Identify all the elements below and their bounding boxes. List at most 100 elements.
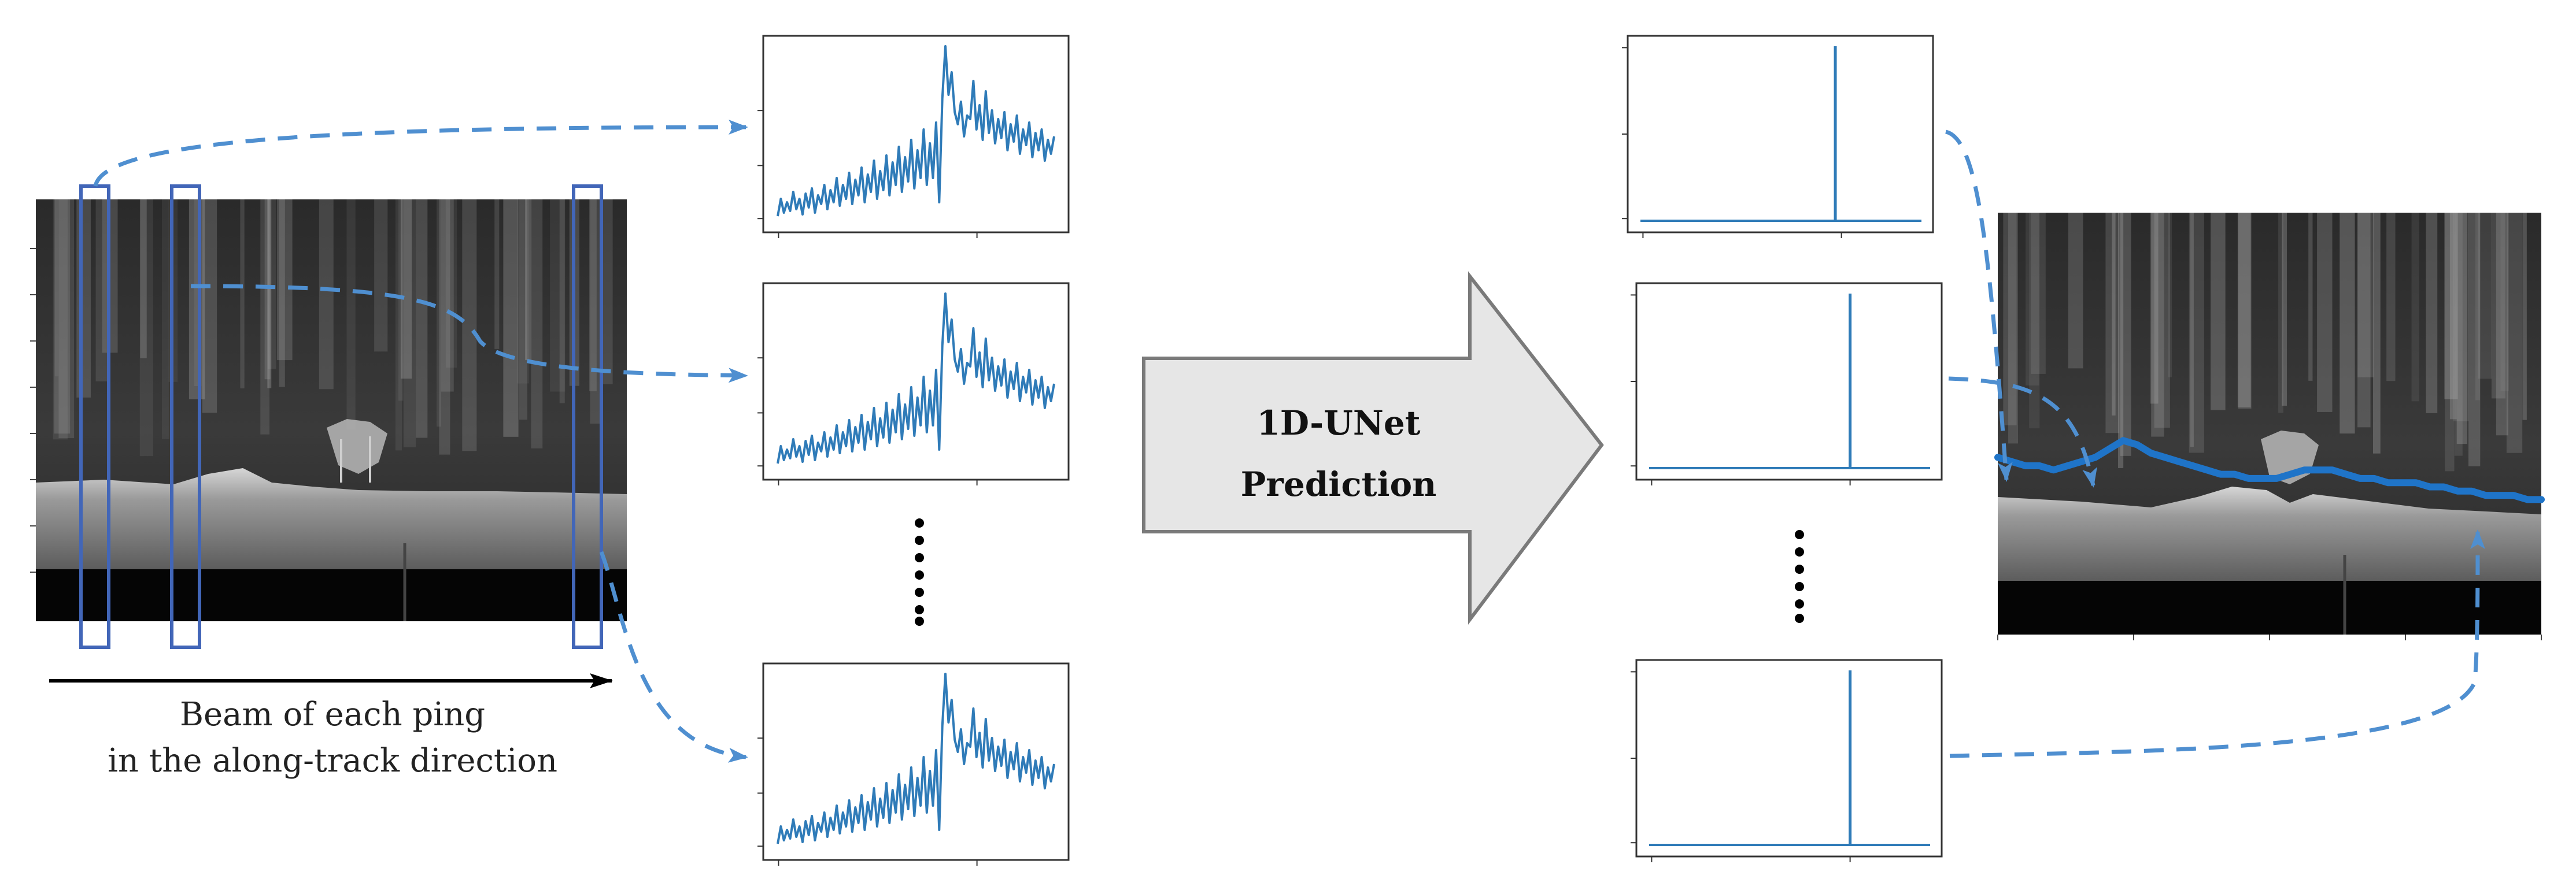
output-prediction-panel [1622, 35, 1934, 238]
water-streak [2468, 213, 2481, 466]
water-streak [76, 199, 91, 398]
water-streak [2500, 213, 2510, 391]
water-streak [517, 199, 530, 384]
water-streak [400, 199, 412, 379]
output-prediction-panel [1631, 282, 1943, 485]
water-streak [267, 199, 276, 369]
water-streak [276, 199, 293, 361]
output-water-streaks [2003, 213, 2527, 472]
arrow-label-prediction: Prediction [1241, 465, 1437, 504]
water-streak [2317, 213, 2333, 412]
water-streak [2491, 213, 2505, 399]
caption-line-2: in the along-track direction [108, 742, 557, 780]
water-streak [2506, 213, 2523, 453]
output-sub-bottom-shadow [1998, 581, 2541, 635]
arrow-label-model: 1D-UNet [1256, 403, 1420, 443]
water-streak [279, 199, 285, 387]
water-streak [395, 199, 402, 451]
water-streak [53, 199, 68, 440]
water-streak [525, 199, 531, 361]
water-streak [260, 199, 270, 435]
water-streak [267, 199, 272, 388]
water-streak [54, 199, 59, 377]
water-streak [2238, 213, 2252, 409]
water-streak [2449, 213, 2457, 420]
water-streak [590, 199, 603, 424]
water-streak [2426, 213, 2438, 413]
panel-frame [1635, 282, 1943, 481]
unet-prediction-arrow: 1D-UNet Prediction [1142, 271, 1604, 625]
water-streak [2496, 213, 2508, 436]
water-streak [462, 199, 477, 451]
water-streak [437, 199, 441, 427]
amplitude-signal-line [777, 45, 1055, 217]
water-streak [2453, 213, 2469, 421]
connector-panel1-to-output [1945, 129, 2013, 482]
water-streak [503, 199, 519, 437]
water-streak [346, 199, 356, 430]
water-streak [531, 199, 543, 448]
water-column-streaks [53, 199, 613, 457]
water-streak [2386, 213, 2396, 381]
water-streak [403, 199, 416, 447]
water-streak [2444, 213, 2458, 399]
water-streak [2189, 213, 2204, 453]
water-streak [2105, 213, 2120, 433]
input-signal-panel [757, 35, 1070, 238]
water-streak [2112, 213, 2116, 416]
water-streak [2372, 213, 2381, 454]
beam-selection-box-2 [170, 184, 201, 649]
input-ellipsis [915, 518, 924, 626]
panel-frame [1627, 35, 1934, 233]
water-streak [2478, 213, 2492, 379]
water-streak [559, 199, 565, 403]
left-axis-ticks [30, 248, 36, 573]
water-streak [139, 199, 153, 457]
water-streak [398, 199, 404, 401]
water-streak [2411, 213, 2419, 402]
water-streak [2120, 213, 2131, 456]
sub-bottom-shadow [36, 569, 627, 621]
connector-beamn-to-panel3 [599, 551, 748, 763]
water-streak [494, 199, 500, 349]
output-prediction-panel [1631, 659, 1943, 862]
water-streak [2357, 213, 2371, 428]
water-streak [2118, 213, 2124, 469]
output-axis-ticks [1997, 635, 2542, 640]
water-streak [319, 199, 334, 390]
water-streak [264, 199, 271, 380]
water-streak [2003, 213, 2017, 425]
water-streak [2456, 213, 2467, 444]
water-streak [2154, 213, 2170, 428]
water-streak [439, 199, 450, 455]
connector-beam2-to-panel2 [190, 284, 748, 383]
water-streak [2282, 213, 2287, 406]
water-streak [2522, 213, 2527, 420]
input-signal-panel [757, 282, 1070, 485]
water-streak [58, 199, 75, 439]
water-streak [2278, 213, 2283, 413]
water-streak [95, 199, 109, 381]
water-streak [2008, 213, 2019, 444]
connector-panel2-to-output [1948, 376, 2097, 488]
seafloor-object [327, 419, 387, 483]
water-streak [2454, 213, 2463, 456]
water-streak [2340, 213, 2355, 434]
water-streak [416, 199, 428, 438]
water-streak [441, 199, 454, 392]
water-streak [519, 199, 527, 420]
water-streak [2068, 213, 2083, 369]
sonar-echogram-output [1994, 213, 2545, 640]
sonar-echogram-input [30, 184, 627, 649]
panel-frame [1635, 659, 1943, 858]
water-streak [161, 199, 169, 439]
output-prediction-panels [1622, 35, 1943, 862]
water-streak [2475, 213, 2481, 400]
water-streak [2031, 213, 2046, 374]
water-streak [54, 199, 71, 434]
water-streak [2168, 213, 2172, 377]
connector-beam1-to-panel1 [93, 120, 748, 187]
water-streak [2190, 213, 2194, 447]
water-streak [240, 199, 245, 389]
